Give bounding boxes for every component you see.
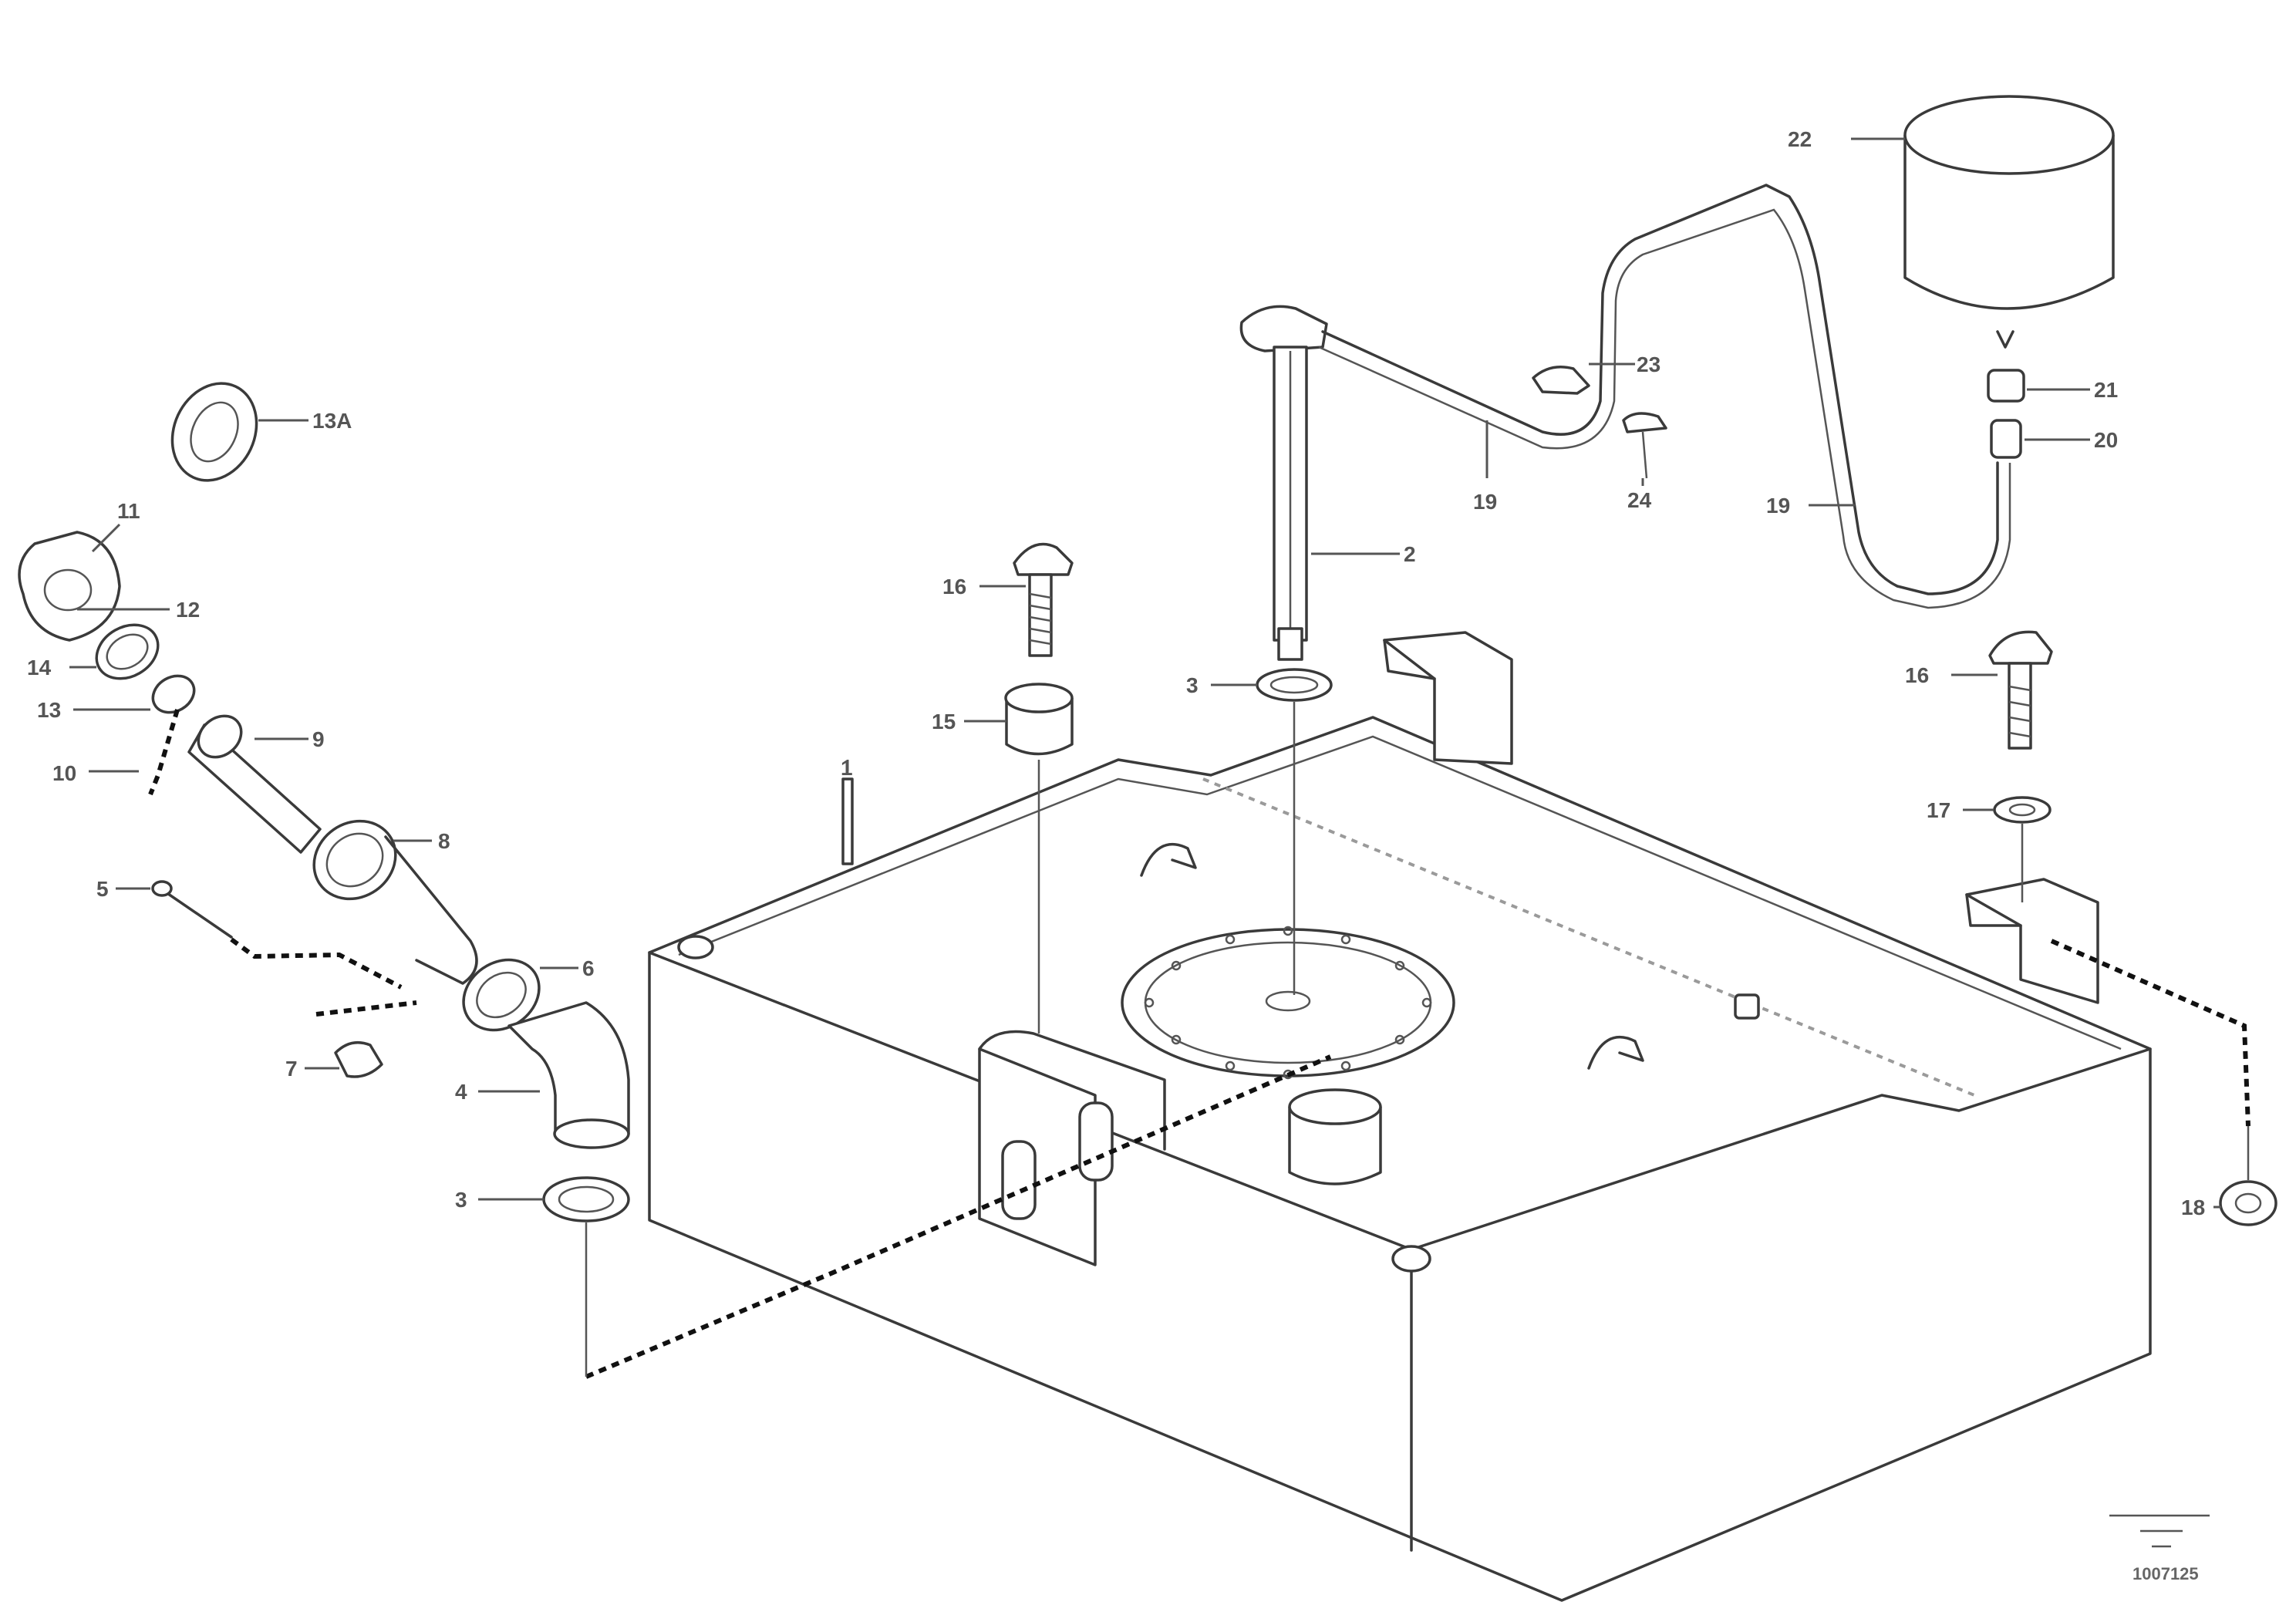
callout-22: 22 <box>1788 127 1812 151</box>
assembly-lines <box>585 702 2250 1379</box>
filler-neck-assembly <box>18 382 630 1222</box>
bolt-bushing-front <box>1004 542 1074 1034</box>
callout-7: 7 <box>285 1057 298 1081</box>
callout-19a: 19 <box>1473 490 1497 514</box>
callout-19b: 19 <box>1766 494 1790 518</box>
callout-9: 9 <box>312 727 325 751</box>
callout-1: 1 <box>841 756 853 780</box>
callout-8: 8 <box>438 829 450 853</box>
callout-13: 13 <box>37 698 61 722</box>
callout-16: 16 <box>942 575 966 599</box>
drawing-code-block: 1007125 <box>2109 1514 2210 1583</box>
callout-4: 4 <box>455 1080 467 1104</box>
callout-18: 18 <box>2181 1195 2205 1219</box>
callout-2: 2 <box>1404 542 1416 566</box>
breather-assembly <box>1318 95 2115 609</box>
callout-10: 10 <box>52 761 76 785</box>
callout-13a: 13A <box>312 409 352 433</box>
callout-11: 11 <box>117 499 140 523</box>
callout-17: 17 <box>1927 798 1950 822</box>
callout-15: 15 <box>932 710 956 733</box>
fuel-level-sender <box>1239 305 1333 702</box>
fuel-tank <box>648 631 2152 1602</box>
callout-12: 12 <box>176 598 200 622</box>
callout-20: 20 <box>2094 428 2118 452</box>
callout-6: 6 <box>582 956 595 980</box>
callout-23: 23 <box>1637 352 1660 376</box>
drawing-code: 1007125 <box>2132 1564 2199 1583</box>
callout-16b: 16 <box>1905 663 1929 687</box>
callout-21: 21 <box>2094 378 2118 402</box>
callout-14: 14 <box>27 656 52 679</box>
callout-3b: 3 <box>1186 673 1199 697</box>
bolt-set-right <box>1988 630 2277 1226</box>
callout-24: 24 <box>1627 488 1652 512</box>
callouts: 13A 11 12 14 13 10 9 8 6 5 7 4 3 1 16 15 <box>27 127 2221 1219</box>
callout-3: 3 <box>455 1188 467 1212</box>
callout-5: 5 <box>96 877 109 901</box>
